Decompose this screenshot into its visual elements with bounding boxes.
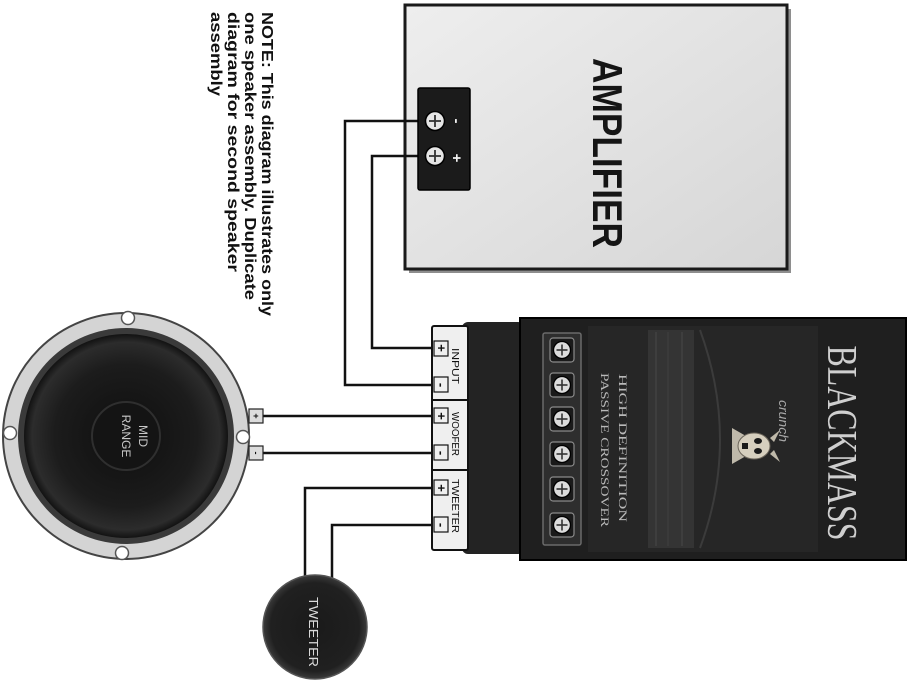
tweeter-positive-sign: + — [434, 484, 449, 492]
terminal-sign-boxes — [433, 340, 449, 533]
midrange-positive-sign: + — [251, 413, 261, 418]
midrange-negative-tab — [248, 445, 264, 461]
amplifier: AMPLIFIER — [403, 3, 791, 273]
crossover-terminal-housing — [462, 322, 524, 554]
crossover-label-strip — [431, 325, 469, 551]
amplifier-label: AMPLIFIER — [584, 58, 631, 248]
mounting-hole — [2, 425, 18, 441]
midrange-label-line-2: RANGE — [119, 415, 133, 458]
input-positive-sign: + — [434, 344, 449, 352]
mounting-hole — [114, 545, 130, 561]
tweeter-speaker: TWEETER — [262, 574, 368, 680]
amplifier-positive-terminal-screw — [424, 145, 446, 167]
tweeter-terminal-label: TWEETER — [449, 479, 461, 533]
note-line-2: one speaker assembly. Duplicate — [241, 12, 258, 300]
crossover-subtitle-line-2: PASSIVE CROSSOVER — [598, 373, 612, 527]
crossover-screw — [549, 476, 575, 502]
note-line-4: assembly — [207, 12, 224, 96]
midrange-dust-cap — [91, 401, 161, 471]
amplifier-negative-sign: - — [448, 119, 465, 124]
amplifier-positive-sign: + — [448, 154, 465, 163]
crossover-maker-logo: crunch — [776, 400, 791, 442]
note-line-1: NOTE: This diagram illustrates only — [258, 12, 275, 316]
input-terminal-label: INPUT — [449, 348, 461, 385]
wire-tweeter-positive — [303, 486, 440, 585]
mask-emblem — [732, 428, 780, 464]
crossover-screw — [549, 337, 575, 363]
crossover-brand: BLACKMASS — [818, 346, 864, 541]
note-line-3: diagram for second speaker — [224, 12, 241, 272]
stone-texture — [648, 329, 721, 549]
amplifier-terminal-block: - + — [417, 87, 471, 191]
tweeter-negative-sign: - — [434, 523, 449, 527]
crossover-panel — [588, 326, 818, 552]
wire-amp-negative-to-input-negative — [343, 119, 440, 387]
crossover: + - + - + - INPUT WOOFER TWEETER HIGH DE… — [431, 317, 907, 561]
midrange-terminals: + - — [248, 408, 264, 461]
wiring — [262, 119, 440, 585]
amplifier-negative-terminal-screw — [424, 110, 446, 132]
installation-note: NOTE: This diagram illustrates only one … — [207, 12, 275, 316]
woofer-terminal-label: WOOFER — [449, 412, 461, 456]
crossover-screw — [549, 372, 575, 398]
crossover-screw — [549, 512, 575, 538]
mounting-hole — [235, 429, 251, 445]
crossover-subtitle-line-1: HIGH DEFINITION — [616, 374, 630, 522]
crossover-screw — [549, 406, 575, 432]
tweeter-label: TWEETER — [306, 597, 321, 667]
midrange-label-line-1: MID — [136, 425, 150, 447]
midrange-positive-tab — [248, 408, 264, 424]
wire-amp-positive-to-input-positive — [370, 154, 440, 350]
input-negative-sign: - — [434, 383, 449, 387]
wire-tweeter-negative — [330, 523, 440, 585]
midrange-negative-sign: - — [251, 452, 261, 455]
midrange-speaker: MID RANGE + - — [2, 310, 264, 561]
mounting-hole — [120, 310, 136, 326]
woofer-positive-sign: + — [434, 412, 449, 420]
crossover-screw — [549, 441, 575, 467]
woofer-negative-sign: - — [434, 451, 449, 455]
tweeter-body — [262, 574, 368, 680]
amplifier-terminal-housing — [417, 87, 471, 191]
